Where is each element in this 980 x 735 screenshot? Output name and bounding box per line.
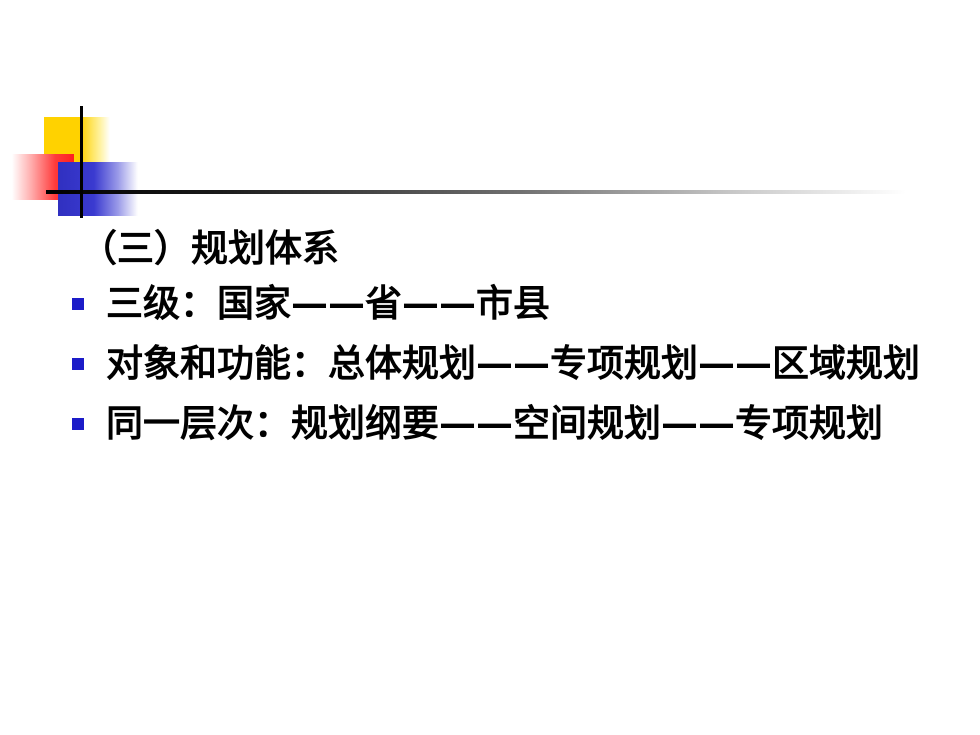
bullet-list: 三级：国家——省——市县 对象和功能：总体规划——专项规划——区域规划 同一层次… bbox=[72, 280, 942, 446]
bullet-item: 对象和功能：总体规划——专项规划——区域规划 bbox=[72, 340, 942, 386]
decor-vertical-rule bbox=[80, 106, 83, 218]
bullet-item: 三级：国家——省——市县 bbox=[72, 280, 942, 326]
title-decoration bbox=[0, 0, 980, 240]
slide-content: （三）规划体系 三级：国家——省——市县 对象和功能：总体规划——专项规划——区… bbox=[72, 224, 942, 460]
decor-horizontal-rule bbox=[46, 190, 906, 194]
bullet-text: 三级：国家——省——市县 bbox=[106, 281, 550, 325]
decor-blue-square bbox=[58, 162, 138, 216]
square-bullet-icon bbox=[72, 418, 84, 430]
bullet-text: 对象和功能：总体规划——专项规划——区域规划 bbox=[106, 341, 920, 385]
square-bullet-icon bbox=[72, 358, 84, 370]
bullet-text: 同一层次：规划纲要——空间规划——专项规划 bbox=[106, 401, 883, 445]
square-bullet-icon bbox=[72, 298, 84, 310]
slide-heading: （三）规划体系 bbox=[80, 226, 339, 270]
bullet-item: 同一层次：规划纲要——空间规划——专项规划 bbox=[72, 400, 942, 446]
